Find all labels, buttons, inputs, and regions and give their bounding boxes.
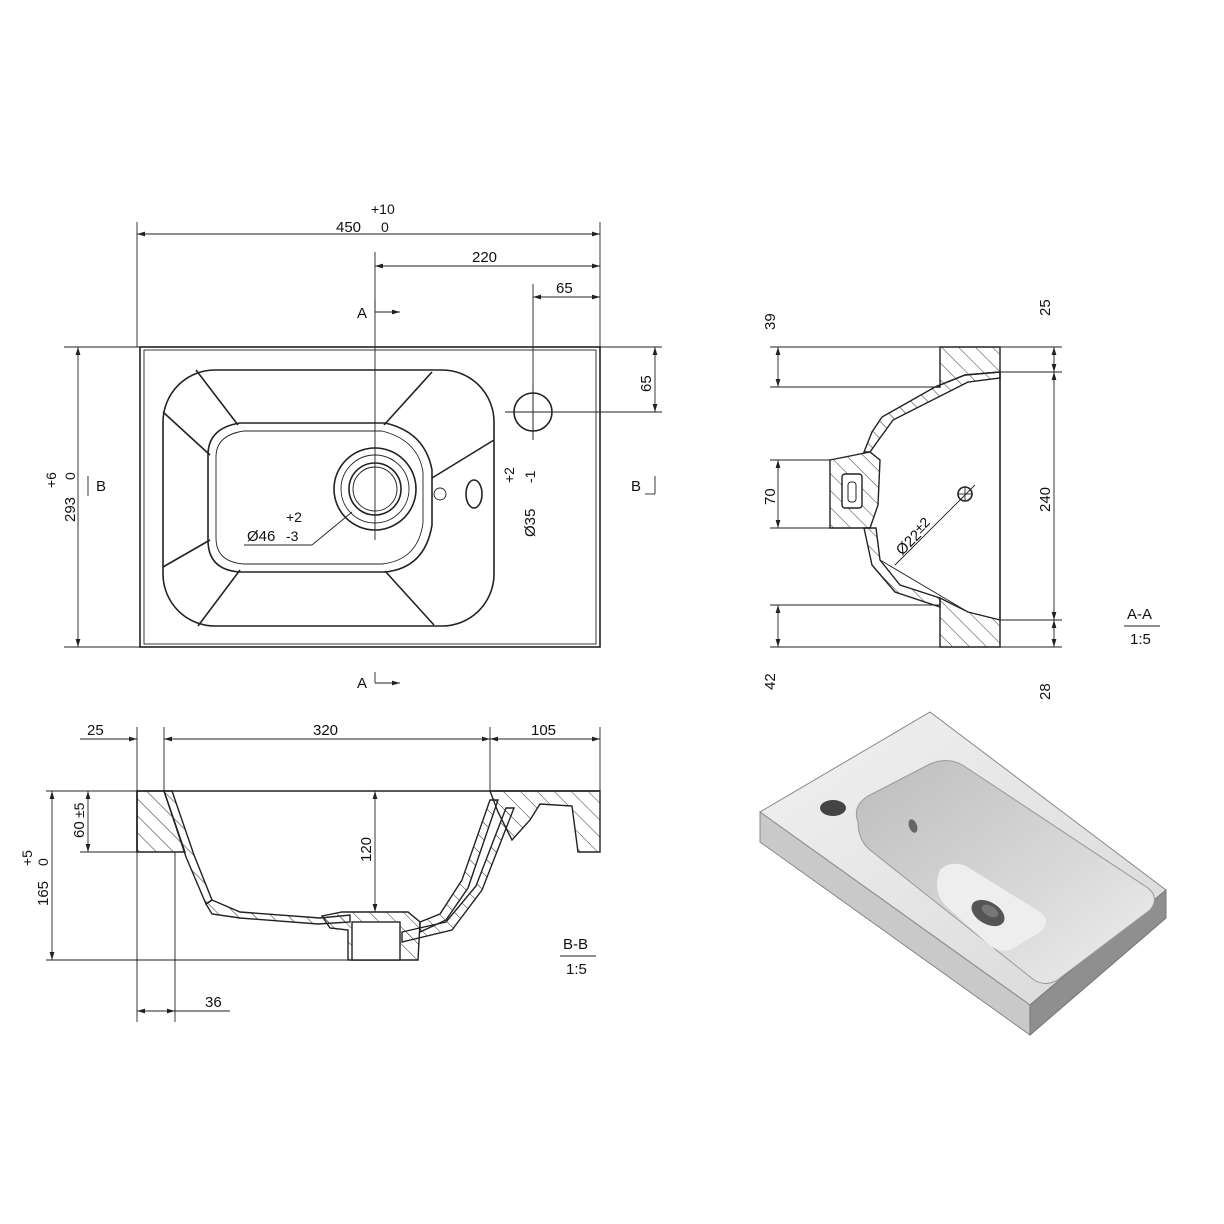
- section-bb: 25 320 105 120 60 ±5 165 +5 0 36 B-B 1:5: [19, 722, 601, 1022]
- aa-top-rim-dim: 39: [762, 313, 779, 330]
- iso-tap-hole: [820, 800, 846, 816]
- depth-tol-upper: +6: [43, 472, 59, 488]
- overflow-slot: [465, 479, 483, 509]
- bb-left-rim-dim: 25: [87, 722, 104, 739]
- tap-hole-tol-upper: +2: [501, 467, 517, 483]
- bowl-rim: [162, 369, 495, 627]
- bb-rim-depth-dim: 60: [71, 821, 88, 838]
- drain-tol-lower: -3: [286, 528, 299, 544]
- isometric-view: [759, 711, 1167, 1037]
- aa-right-top-dim: 25: [1037, 299, 1054, 316]
- bb-basin-depth-dim: 120: [358, 837, 375, 862]
- section-aa: Ø22 ±2 39 70 42 25 240 28 A-A 1:5: [762, 299, 1160, 700]
- overflow-offset-dim: 65: [556, 280, 573, 297]
- iso-bowl: [855, 760, 1155, 984]
- section-b-right: B: [631, 478, 641, 495]
- aa-title: A-A: [1127, 606, 1152, 623]
- width-tol-upper: +10: [371, 201, 395, 217]
- width-tol-lower: 0: [381, 219, 389, 235]
- bb-scale: 1:5: [566, 961, 587, 978]
- bb-wall-offset-dim: 36: [205, 994, 222, 1011]
- depth-dim: 293: [62, 497, 79, 522]
- aa-right-bottom-dim: 28: [1037, 683, 1054, 700]
- bb-height-tol-lower: 0: [35, 858, 51, 866]
- tap-hole-dia-label: Ø35: [522, 509, 539, 537]
- depth-tol-lower: 0: [62, 472, 78, 480]
- bb-height-dim: 165: [35, 881, 52, 906]
- aa-bottom-rim-dim: 42: [762, 673, 779, 690]
- aa-overflow-height-dim: 70: [762, 488, 779, 505]
- bb-basin-width-dim: 320: [313, 722, 338, 739]
- drain-tol-upper: +2: [286, 509, 302, 525]
- width-dim: 450: [336, 219, 361, 236]
- bb-height-tol-upper: +5: [19, 850, 35, 866]
- bb-rim-depth-tol: ±5: [71, 802, 87, 818]
- section-a-bottom: A: [357, 675, 367, 692]
- section-a-top: A: [357, 305, 367, 322]
- aa-scale: 1:5: [1130, 631, 1151, 648]
- section-b-left: B: [96, 478, 106, 495]
- bowl-floor: [207, 422, 433, 573]
- drain-dia-label: Ø46: [247, 528, 275, 545]
- tap-offset-dim: 220: [472, 249, 497, 266]
- tap-hole-tol-lower: -1: [522, 470, 538, 483]
- aa-right-height-dim: 240: [1037, 487, 1054, 512]
- bb-title: B-B: [563, 936, 588, 953]
- top-view: 450 +10 0 220 65 65 293 +6 0 Ø46 +2 -3 Ø…: [43, 201, 662, 692]
- basin-outline: [139, 346, 601, 648]
- tap-from-top-dim: 65: [638, 375, 655, 392]
- bb-right-shelf-dim: 105: [531, 722, 556, 739]
